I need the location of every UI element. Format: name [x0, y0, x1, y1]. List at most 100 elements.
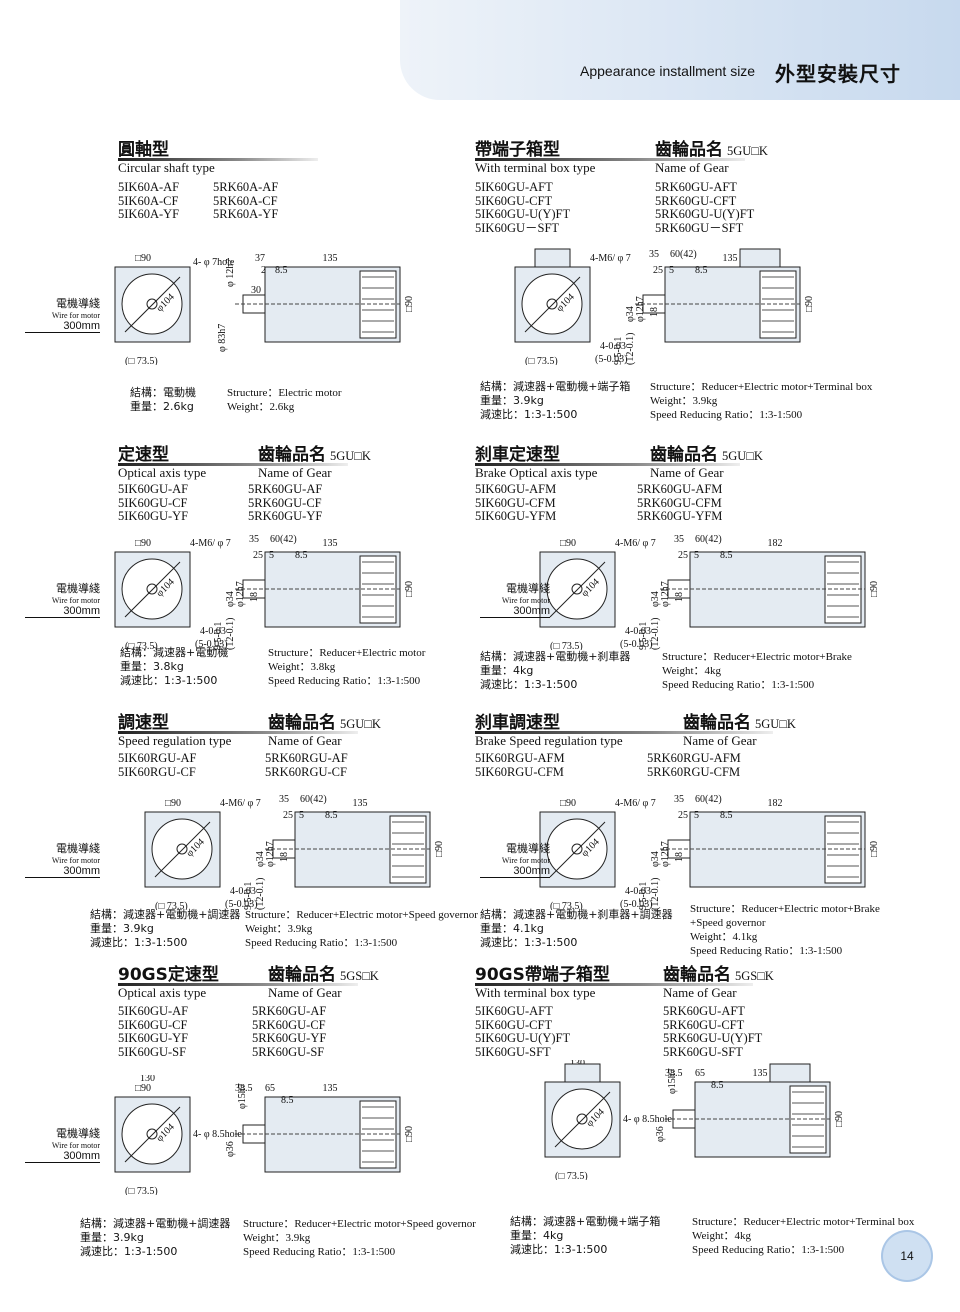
dim-18: 18 — [649, 307, 660, 317]
dim-square90: □90 — [135, 538, 151, 549]
dim-phi83: φ 83h7 — [217, 324, 228, 352]
header-title-zh: 外型安裝尺寸 — [775, 62, 901, 86]
gear-en: Name of Gear — [268, 733, 342, 748]
dim-hole: 4- φ 8.5hole — [193, 1129, 242, 1140]
models-right: 5RK60RGU-AFM 5RK60RGU-CFM — [647, 751, 741, 779]
dim-phi15: φ15h7 — [237, 1083, 248, 1109]
wire-len: 300mm — [25, 865, 100, 878]
shaft-circle — [146, 583, 158, 595]
title-zh: 定速型 — [118, 445, 169, 465]
dim-5: 5 — [299, 810, 304, 821]
dim-hole: 4- φ 7hole — [193, 257, 235, 268]
desc-en: Structure：Reducer+Electric motor+Termina… — [650, 381, 873, 421]
title-rule — [475, 463, 740, 466]
dim-length: 182 — [768, 798, 783, 809]
dim-tol2: 4-0.03 — [625, 886, 651, 897]
title-en: Brake Optical axis type — [475, 465, 598, 480]
dim-23: 23 — [810, 1060, 820, 1063]
wire-zh: 電機導綫 — [56, 582, 100, 595]
title-rule — [475, 731, 773, 734]
title-zh: 刹車調速型 — [475, 713, 560, 733]
dim-18: 18 — [249, 592, 260, 602]
fin-block — [789, 1085, 827, 1154]
wire-en: Wire for motor — [51, 311, 100, 320]
diag-line — [124, 276, 181, 333]
title-zh: 帶端子箱型 — [475, 140, 560, 160]
dim-phi34: φ34 — [225, 591, 236, 607]
dim-tol4: (5-0.03) — [620, 639, 653, 650]
gear-code: 5GS□K — [340, 969, 379, 983]
wire-len: 300mm — [480, 605, 550, 618]
dim-phi12: φ 12h7 — [225, 259, 236, 287]
dim-phi12: φ12h7 — [635, 296, 646, 322]
fin-block — [389, 815, 427, 884]
gear-zh: 齒輪品名 — [663, 965, 731, 985]
wire-en: Wire for motor — [51, 1141, 100, 1150]
desc-en: Structure：Reducer+Electric motor+Brake W… — [662, 651, 852, 691]
dim-85: 8.5 — [325, 810, 338, 821]
dim-735: (□ 73.5) — [555, 1171, 588, 1180]
dim-35: 35 — [279, 794, 289, 805]
dim-5: 5 — [669, 265, 674, 276]
diag-line — [549, 821, 606, 878]
header-title-en: Appearance installment size — [580, 63, 756, 79]
title-en: Brake Speed regulation type — [475, 733, 623, 748]
wire-en: Wire for motor — [51, 596, 100, 605]
dim-phi12: φ12h7 — [265, 841, 276, 867]
models-right: 5RK60A-AF 5RK60A-CF 5RK60A-YF — [213, 180, 279, 221]
gear-en: Name of Gear — [258, 465, 332, 480]
dim-m6: 4-M6/ φ 7 — [615, 798, 656, 809]
wire-en: Wire for motor — [501, 596, 550, 605]
title-rule — [118, 463, 348, 466]
title-en: Circular shaft type — [118, 160, 215, 175]
shaft-circle — [576, 1113, 588, 1125]
dim-30: 30 — [251, 285, 261, 296]
dim-square90: □90 — [560, 798, 576, 809]
fin-block — [359, 1100, 397, 1169]
desc-zh: 結構：減速器+電動機 重量：3.8kg 減速比：1:3-1:500 — [120, 646, 229, 687]
desc-en: Structure：Reducer+Electric motor+Speed g… — [243, 1218, 476, 1258]
dim-side90: □90 — [869, 581, 880, 597]
models-left: 5IK60GU-AFT 5IK60GU-CFT 5IK60GU-U(Y)FT 5… — [475, 1004, 571, 1059]
terminal-box-side — [769, 1063, 811, 1083]
page-number: 14 — [900, 1249, 914, 1263]
dim-85: 8.5 — [295, 550, 308, 561]
wire-zh: 電機導綫 — [506, 582, 550, 595]
dim-tol2: 4-0.03 — [625, 626, 651, 637]
title-rule — [118, 731, 358, 734]
dim-square90: □90 — [135, 1083, 151, 1094]
dim-85: 8.5 — [720, 550, 733, 561]
dim-phi12: φ12h7 — [660, 581, 671, 607]
title-en: Speed regulation type — [118, 733, 232, 748]
title-rule — [118, 983, 358, 986]
dim-phi34: φ34 — [625, 306, 636, 322]
gear-code: 5GU□K — [727, 144, 768, 158]
desc-zh: 結構：減速器+電動機+刹車器 重量：4kg 減速比：1:3-1:500 — [480, 650, 631, 691]
dim-25: 25 — [283, 810, 293, 821]
dim-tol4: (5-0.03) — [225, 899, 258, 910]
dim-tol4: (5-0.03) — [195, 639, 228, 650]
wire-zh: 電機導綫 — [506, 842, 550, 855]
dim-phi12: φ12h7 — [235, 581, 246, 607]
models-right: 5RK60RGU-AF 5RK60RGU-CF — [265, 751, 348, 779]
models-left: 5IK60GU-AF 5IK60GU-CF 5IK60GU-YF 5IK60GU… — [118, 1004, 189, 1059]
dim-tol5: 9.5-0.1 — [213, 622, 224, 650]
dim-length: 135 — [753, 1068, 768, 1079]
gear-en: Name of Gear — [655, 160, 729, 175]
dim-37: 37 — [255, 253, 265, 264]
models-right: 5RK60GU-AFT 5RK60GU-CFT 5RK60GU-U(Y)FT 5… — [663, 1004, 763, 1059]
desc-zh: 結構：減速器+電動機+端子箱 重量：4kg 減速比：1:3-1:500 — [510, 1215, 661, 1256]
dim-side90: □90 — [404, 581, 415, 597]
